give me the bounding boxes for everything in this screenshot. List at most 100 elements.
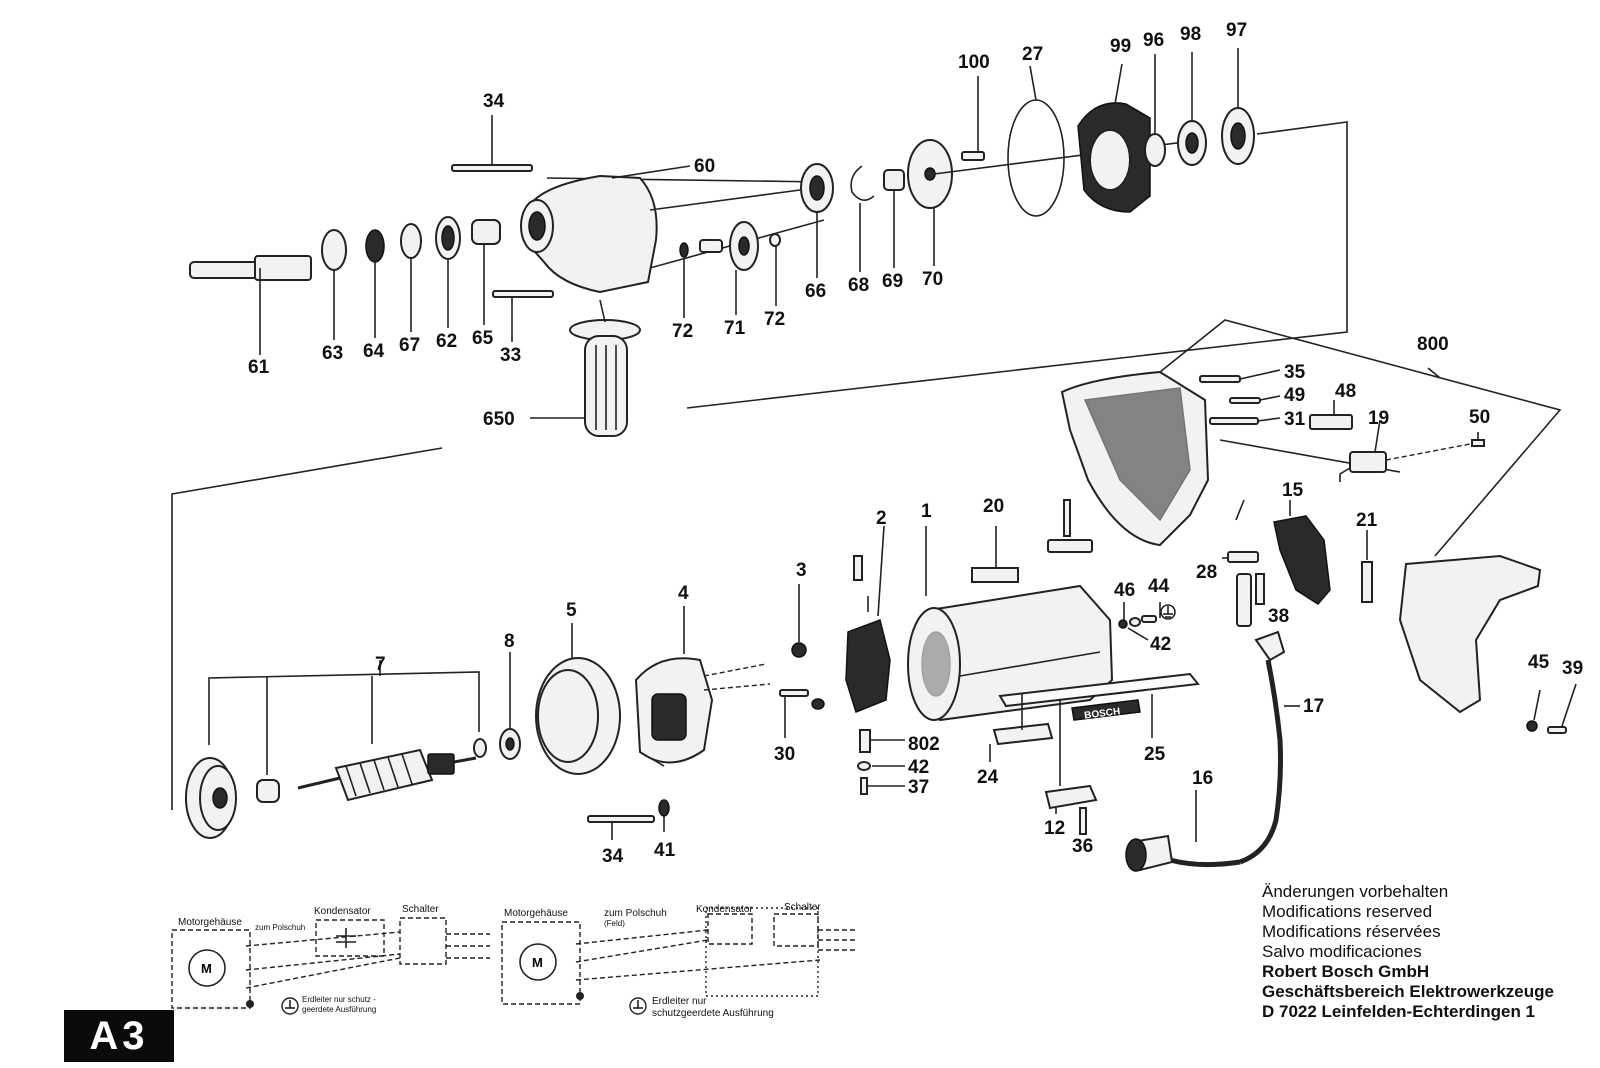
part-label-8: 8 (504, 631, 515, 652)
part-number-labels: 34 60 100 27 99 96 98 97 61 63 64 67 62 … (248, 20, 1583, 867)
company-address: D 7022 Leinfelden-Echterdingen 1 (1262, 1002, 1536, 1021)
plate-24-shape (992, 722, 1054, 746)
housing-right-shell-shape (1398, 554, 1542, 714)
screw-39-shape (1547, 726, 1567, 734)
part-label-16: 16 (1192, 768, 1213, 789)
screw-31-shape (1209, 417, 1259, 425)
nameplate-25-shape: BOSCH (998, 672, 1200, 738)
sleeve-50-shape (1471, 439, 1485, 447)
washer-46-shape (1118, 619, 1128, 629)
ground-right-icon (629, 997, 647, 1015)
part-label-63: 63 (322, 343, 343, 364)
part-label-650: 650 (483, 409, 515, 430)
schematic-left-motor-housing: Motorgehäuse (178, 917, 242, 928)
part-label-2: 2 (876, 508, 887, 529)
part-label-5: 5 (566, 600, 577, 621)
handle-assembly (1060, 319, 1577, 872)
part-label-60: 60 (694, 156, 715, 177)
side-handle-650-shape (530, 299, 641, 437)
part-label-38: 38 (1268, 606, 1289, 627)
part-label-67: 67 (399, 335, 420, 356)
part-label-1: 1 (921, 501, 932, 522)
part-label-72-right: 72 (764, 309, 785, 330)
part-label-65: 65 (472, 328, 494, 349)
part-label-21: 21 (1356, 510, 1378, 531)
part-label-34-top: 34 (483, 91, 505, 112)
part-label-25: 25 (1144, 744, 1166, 765)
screw-38-shape (1255, 573, 1265, 605)
schematic-left-ground-note-2: geerdete Ausführung (302, 1005, 376, 1014)
part-label-3: 3 (796, 560, 807, 581)
block-48-shape (1309, 414, 1353, 430)
schematic-left-switch: Schalter (402, 904, 439, 915)
part-label-28: 28 (1196, 562, 1217, 583)
modification-note-en: Modifications reserved (1262, 902, 1433, 921)
part-label-96: 96 (1143, 30, 1164, 51)
part-label-50: 50 (1469, 407, 1490, 428)
label-20-shape (971, 567, 1019, 583)
modification-note-fr: Modifications réservées (1262, 922, 1441, 941)
cable-guard-17-shape (1239, 630, 1300, 865)
wiring-schematic-left: M Motorgehäuse zum Polschuh Kondensator … (171, 904, 490, 1015)
part-label-66: 66 (805, 281, 826, 302)
part-label-99: 99 (1110, 36, 1131, 57)
part-label-45: 45 (1528, 652, 1550, 673)
part-label-62: 62 (436, 331, 457, 352)
screw-36-shape (1079, 807, 1087, 835)
brand-text: BOSCH (1084, 706, 1121, 721)
part-label-17: 17 (1303, 696, 1324, 717)
screw-37-shape (860, 777, 868, 795)
motor-symbol-left-icon (188, 949, 226, 987)
armature-7-shape (297, 748, 477, 802)
schematic-right-switch: Schalter (784, 902, 821, 913)
gear-70-shape (907, 139, 953, 266)
schematic-right-field: (Feld) (604, 919, 625, 928)
motor-symbol-left-label: M (201, 961, 212, 976)
part-label-37: 37 (908, 777, 929, 798)
ring-69-shape (883, 169, 905, 191)
capacitor-19-shape (1339, 419, 1471, 482)
schematic-right-ground-note-2: schutzgeerdete Ausführung (652, 1008, 774, 1019)
cable-sleeve-shape (1236, 573, 1252, 627)
part-label-64: 64 (363, 341, 385, 362)
wiring-schematic-right: M Motorgehäuse zum Polschuh (Feld) Konde… (501, 902, 858, 1019)
motor-assembly: BOSCH (171, 447, 1200, 840)
part-label-31: 31 (1284, 409, 1306, 430)
schematic-left-capacitor: Kondensator (314, 906, 371, 917)
pin-49-shape (1229, 397, 1261, 404)
part-label-69: 69 (882, 271, 903, 292)
modification-note-de: Änderungen vorbehalten (1262, 882, 1449, 901)
washer-67-shape (400, 223, 422, 259)
part-label-41: 41 (654, 840, 676, 861)
gear-head-assembly (189, 48, 1348, 437)
washer-41-shape (658, 799, 670, 817)
clip-12-shape (1044, 784, 1098, 810)
screw-34-bottom-shape (587, 815, 655, 823)
gear-housing-60-shape (520, 165, 825, 294)
clip-screw-shape (1063, 499, 1071, 537)
part-label-42-bottom: 42 (908, 757, 929, 778)
part-label-61: 61 (248, 357, 270, 378)
screw-33-shape (492, 290, 554, 342)
schematic-right-ground-note-1: Erdleiter nur (652, 996, 707, 1007)
part-label-68: 68 (848, 275, 869, 296)
part-label-4: 4 (678, 583, 689, 604)
part-label-42-top: 42 (1150, 634, 1171, 655)
motor-symbol-right-icon (519, 943, 557, 981)
part-label-802: 802 (908, 734, 940, 755)
screw-100-shape (961, 151, 985, 161)
ring-96-shape (1144, 133, 1166, 167)
part-label-98: 98 (1180, 24, 1201, 45)
screw-44-shape (1141, 615, 1157, 623)
part-label-15: 15 (1282, 480, 1304, 501)
part-label-19: 19 (1368, 408, 1389, 429)
ground-left-icon (281, 997, 299, 1015)
circlip-68-shape (850, 165, 875, 201)
washer-45-shape (1526, 720, 1538, 732)
part-label-70: 70 (922, 269, 943, 290)
part-label-33: 33 (500, 345, 521, 366)
part-label-20: 20 (983, 496, 1004, 517)
part-label-100: 100 (958, 52, 990, 73)
fan-gear-shape (185, 757, 237, 839)
schematic-left-ground-note-1: Erdleiter nur schutz - (302, 995, 376, 1004)
